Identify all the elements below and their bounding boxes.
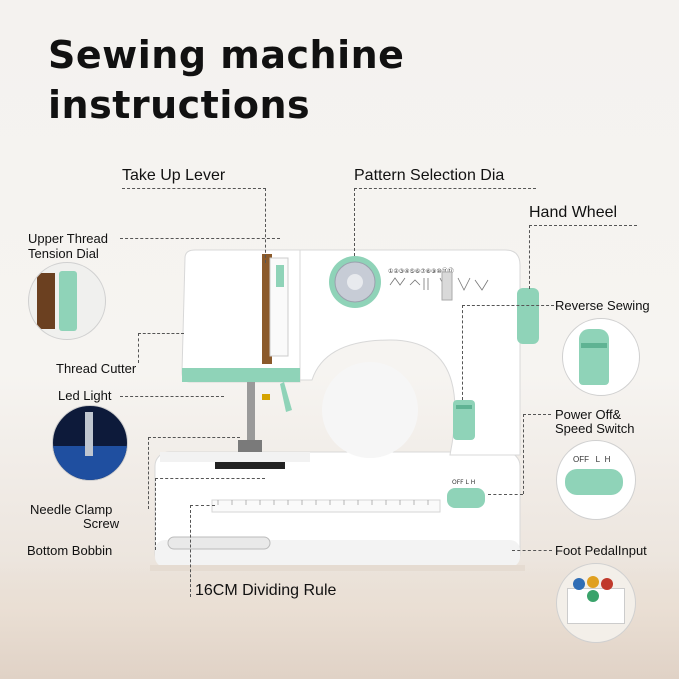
leader-line [155, 478, 265, 479]
label-screw: Screw [83, 516, 120, 531]
leader-line [354, 188, 355, 256]
page-title-line2: instructions [48, 83, 311, 127]
label-needle-clamp: Needle Clamp [30, 502, 113, 517]
thread-spool-green [587, 590, 599, 602]
accessory-box-detail [556, 563, 636, 643]
speed-switch-detail: OFF L H [556, 440, 636, 520]
leader-line [523, 414, 524, 494]
leader-line [148, 437, 240, 438]
reverse-lever-slot [581, 343, 607, 348]
leader-line [529, 225, 530, 289]
leader-line [488, 494, 523, 495]
svg-text:OFF L H: OFF L H [452, 479, 475, 486]
leader-line [148, 437, 149, 509]
thread-spool-red [601, 578, 613, 590]
switch-h-label: H [604, 455, 611, 464]
tension-dial-wheel [59, 271, 77, 331]
label-foot-pedal-input: Foot PedalInput [555, 543, 647, 558]
label-led-light: Led Light [58, 388, 112, 403]
leader-line [462, 305, 554, 306]
leader-line [523, 414, 551, 415]
label-power-off: Power Off& [555, 407, 622, 422]
label-bottom-bobbin: Bottom Bobbin [27, 543, 113, 558]
leader-line [512, 550, 552, 551]
switch-labels: OFF L H [573, 455, 610, 464]
leader-line [120, 238, 280, 239]
thread-spool-blue [573, 578, 585, 590]
leader-line [120, 396, 224, 397]
leader-line [190, 505, 215, 506]
tension-dial-detail [28, 262, 106, 340]
tension-dial-housing [37, 273, 55, 329]
label-dividing-rule: 16CM Dividing Rule [195, 582, 337, 599]
label-tension-dial: Tension Dial [28, 246, 99, 261]
switch-off-label: OFF [573, 455, 589, 464]
svg-text:①②③④⑤⑥⑦⑧⑨⑩⑪⑫: ①②③④⑤⑥⑦⑧⑨⑩⑪⑫ [388, 267, 454, 275]
leader-line [529, 225, 637, 226]
leader-line [190, 505, 191, 597]
leader-line [138, 333, 139, 363]
switch-l-label: L [595, 455, 601, 464]
speed-switch-slider [565, 469, 623, 495]
reverse-lever-icon [579, 329, 609, 385]
label-pattern-selection-dial: Pattern Selection Dia [354, 167, 505, 184]
label-speed-switch: Speed Switch [555, 421, 635, 436]
thread-spool-yellow [587, 576, 599, 588]
led-light-detail [52, 405, 128, 481]
leader-line [462, 305, 463, 400]
label-take-up-lever: Take Up Lever [122, 167, 226, 184]
label-hand-wheel: Hand Wheel [529, 204, 618, 221]
reverse-lever-detail [562, 318, 640, 396]
led-needle [85, 412, 93, 456]
leader-line [122, 188, 266, 189]
leader-line [138, 333, 184, 334]
leader-line [265, 188, 266, 263]
label-upper-thread: Upper Thread [28, 231, 108, 246]
leader-line [155, 478, 156, 550]
label-thread-cutter: Thread Cutter [56, 361, 137, 376]
leader-line [354, 188, 536, 189]
page-title-line1: Sewing machine [48, 33, 405, 77]
label-reverse-sewing: Reverse Sewing [555, 298, 650, 313]
